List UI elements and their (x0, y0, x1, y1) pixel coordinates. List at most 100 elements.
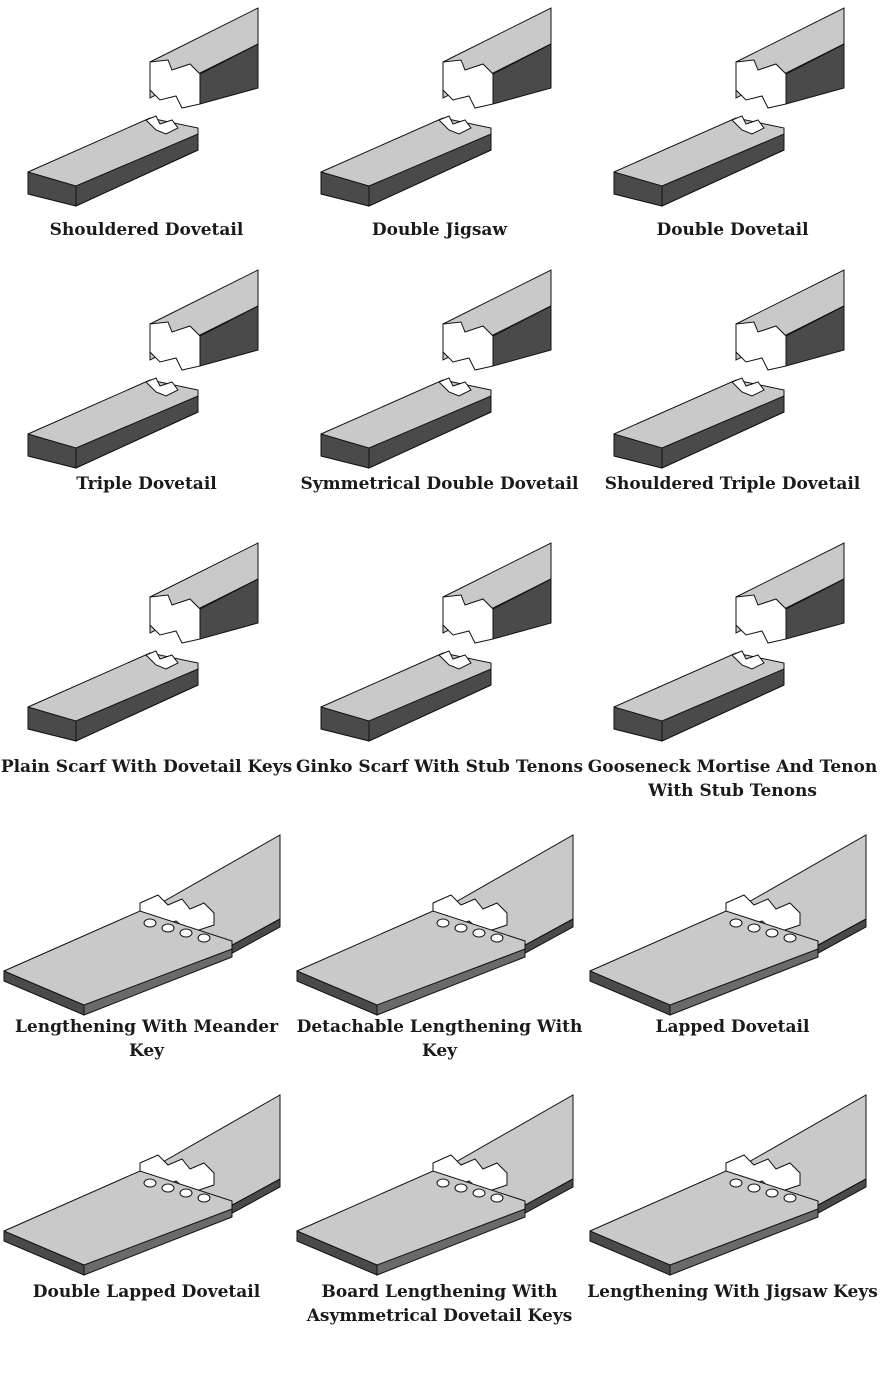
lower-block-side-face (75, 395, 199, 469)
socket-cutout (472, 1188, 486, 1198)
lower-block-side-face (368, 133, 492, 207)
joint-cell-triple: Triple Dovetail (0, 262, 293, 524)
joint-label: Lapped Dovetail (655, 1017, 810, 1037)
lower-board-side-edge (83, 948, 233, 1016)
joint-illustration-jigsaw (320, 7, 552, 207)
board-joint-10 (296, 834, 574, 1016)
socket-cutout (490, 1193, 504, 1203)
socket-cutout (747, 923, 761, 933)
joint-illustration-triple (27, 269, 259, 469)
socket-cutout (490, 933, 504, 943)
upper-tenon (735, 59, 787, 109)
socket-cutout (765, 1188, 779, 1198)
joint-label: Gooseneck Mortise And Tenon With Stub Te… (587, 757, 878, 801)
socket-cutout (179, 928, 193, 938)
board-joint-14 (589, 1094, 867, 1276)
socket-cutout (436, 918, 450, 928)
joint-label: Shouldered Dovetail (49, 220, 244, 240)
joint-label: Triple Dovetail (76, 474, 217, 494)
joint-cell-shouldered: Shouldered Dovetail (0, 0, 293, 262)
lower-mortise (731, 377, 765, 397)
joint-illustration-gooseneck (613, 542, 845, 742)
lower-block-side-face (661, 133, 785, 207)
lower-mortise (438, 115, 472, 135)
joint-illustration-ginko (320, 542, 552, 742)
lower-board-side-edge (376, 948, 526, 1016)
lower-block-side-face (75, 133, 199, 207)
socket-cutout (143, 1178, 157, 1188)
joint-label: Double Dovetail (656, 220, 809, 240)
upper-tenon (149, 321, 201, 371)
lower-board-side-edge (669, 948, 819, 1016)
joint-cell-symmetrical: Symmetrical Double Dovetail (293, 262, 586, 524)
lower-mortise (438, 650, 472, 670)
joint-label: Symmetrical Double Dovetail (300, 474, 579, 494)
joint-illustration-asymkeys (296, 1094, 574, 1276)
joint-cell-gooseneck: Gooseneck Mortise And Tenon With Stub Te… (586, 535, 879, 801)
lower-board-side-edge (83, 1208, 233, 1276)
lower-block-side-face (661, 395, 785, 469)
upper-tenon (442, 594, 494, 644)
beam-joint-6 (27, 542, 259, 742)
socket-cutout (747, 1183, 761, 1193)
beam-joint-4 (320, 269, 552, 469)
lower-block-side-face (661, 668, 785, 742)
joint-illustration-shouldered (27, 7, 259, 207)
upper-tenon (442, 321, 494, 371)
joint-label: Double Jigsaw (371, 220, 508, 240)
joint-illustration-shoulderedtriple (613, 269, 845, 469)
lower-board-side-edge (669, 1208, 819, 1276)
lower-block-side-face (75, 668, 199, 742)
socket-cutout (472, 928, 486, 938)
joint-label: Plain Scarf With Dovetail Keys (0, 757, 293, 777)
socket-cutout (143, 918, 157, 928)
beam-joint-1 (320, 7, 552, 207)
joint-cell-meander: Lengthening With Meander Key (0, 815, 293, 1077)
joint-label: Detachable Lengthening With Key (296, 1017, 583, 1061)
socket-cutout (783, 1193, 797, 1203)
lower-block-side-face (368, 668, 492, 742)
socket-cutout (765, 928, 779, 938)
beam-joint-0 (27, 7, 259, 207)
lower-mortise (731, 650, 765, 670)
socket-cutout (454, 1183, 468, 1193)
upper-tenon (442, 59, 494, 109)
joint-cell-lapped: Lapped Dovetail (586, 815, 879, 1077)
upper-tenon (149, 594, 201, 644)
joint-illustration-scarfkeys (27, 542, 259, 742)
joint-label: Lengthening With Jigsaw Keys (587, 1282, 878, 1302)
joint-label: Double Lapped Dovetail (32, 1282, 261, 1302)
upper-tenon (735, 321, 787, 371)
socket-cutout (454, 923, 468, 933)
joint-illustration-detachable (296, 834, 574, 1016)
joint-cell-jigsaw: Double Jigsaw (293, 0, 586, 262)
beam-joint-2 (613, 7, 845, 207)
lower-mortise (145, 115, 179, 135)
joint-cell-asymkeys: Board Lengthening With Asymmetrical Dove… (293, 1075, 586, 1375)
beam-joint-3 (27, 269, 259, 469)
socket-cutout (197, 933, 211, 943)
joint-cell-jigsawkeys: Lengthening With Jigsaw Keys (586, 1075, 879, 1375)
socket-cutout (783, 933, 797, 943)
joint-illustration-meander (3, 834, 281, 1016)
joint-label: Board Lengthening With Asymmetrical Dove… (306, 1282, 573, 1326)
upper-tenon (735, 594, 787, 644)
upper-tenon (149, 59, 201, 109)
joint-illustration-jigsawkeys (589, 1094, 867, 1276)
beam-joint-5 (613, 269, 845, 469)
lower-mortise (145, 377, 179, 397)
board-joint-11 (589, 834, 867, 1016)
lower-block-side-face (368, 395, 492, 469)
board-joint-13 (296, 1094, 574, 1276)
joint-cell-scarfkeys: Plain Scarf With Dovetail Keys (0, 535, 293, 797)
socket-cutout (161, 923, 175, 933)
joint-illustration-lapped (589, 834, 867, 1016)
socket-cutout (197, 1193, 211, 1203)
beam-joint-8 (613, 542, 845, 742)
joint-cell-doublelapped: Double Lapped Dovetail (0, 1075, 293, 1375)
socket-cutout (729, 918, 743, 928)
socket-cutout (179, 1188, 193, 1198)
joint-label: Ginko Scarf With Stub Tenons (295, 757, 584, 777)
socket-cutout (729, 1178, 743, 1188)
joint-illustration-double (613, 7, 845, 207)
